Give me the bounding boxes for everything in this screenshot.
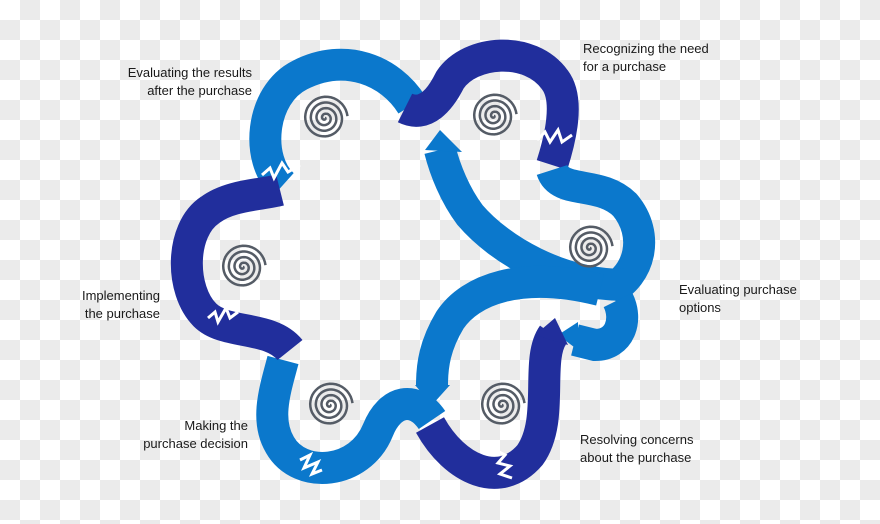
spiral-icon	[568, 225, 614, 268]
spiral-icon	[303, 95, 349, 138]
segment-making	[256, 355, 446, 484]
arrowhead-icon	[415, 385, 450, 405]
zigzag-break	[299, 451, 323, 477]
label-evaluating-options: Evaluating purchase options	[679, 282, 797, 315]
label-resolving: Resolving concerns about the purchase	[580, 432, 694, 465]
arrow-to-making	[416, 265, 604, 386]
segment-recognizing	[397, 39, 579, 170]
zigzag-break	[494, 448, 514, 480]
zigzag-break	[535, 126, 573, 145]
segment-evaluating-results	[249, 48, 426, 197]
label-implementing: Implementing the purchase	[81, 288, 160, 321]
arrowhead-icon	[425, 130, 462, 152]
arrowhead-icon	[535, 318, 568, 345]
segment-implementing	[170, 174, 303, 362]
spiral-icon	[472, 93, 518, 136]
segment-resolving	[416, 325, 568, 489]
spiral-icon	[480, 382, 526, 425]
label-recognizing: Recognizing the need for a purchase	[583, 41, 709, 74]
spiral-icon	[221, 244, 267, 287]
segment-evaluating-options	[536, 162, 656, 305]
label-evaluating-results: Evaluating the results after the purchas…	[127, 65, 252, 98]
spiral-icon	[308, 382, 354, 425]
zigzag-break	[261, 160, 301, 182]
arrowhead-icon	[558, 322, 578, 350]
zigzag-break	[207, 304, 239, 326]
label-making: Making the purchase decision	[143, 418, 248, 451]
arrow-to-resolving	[571, 292, 639, 362]
